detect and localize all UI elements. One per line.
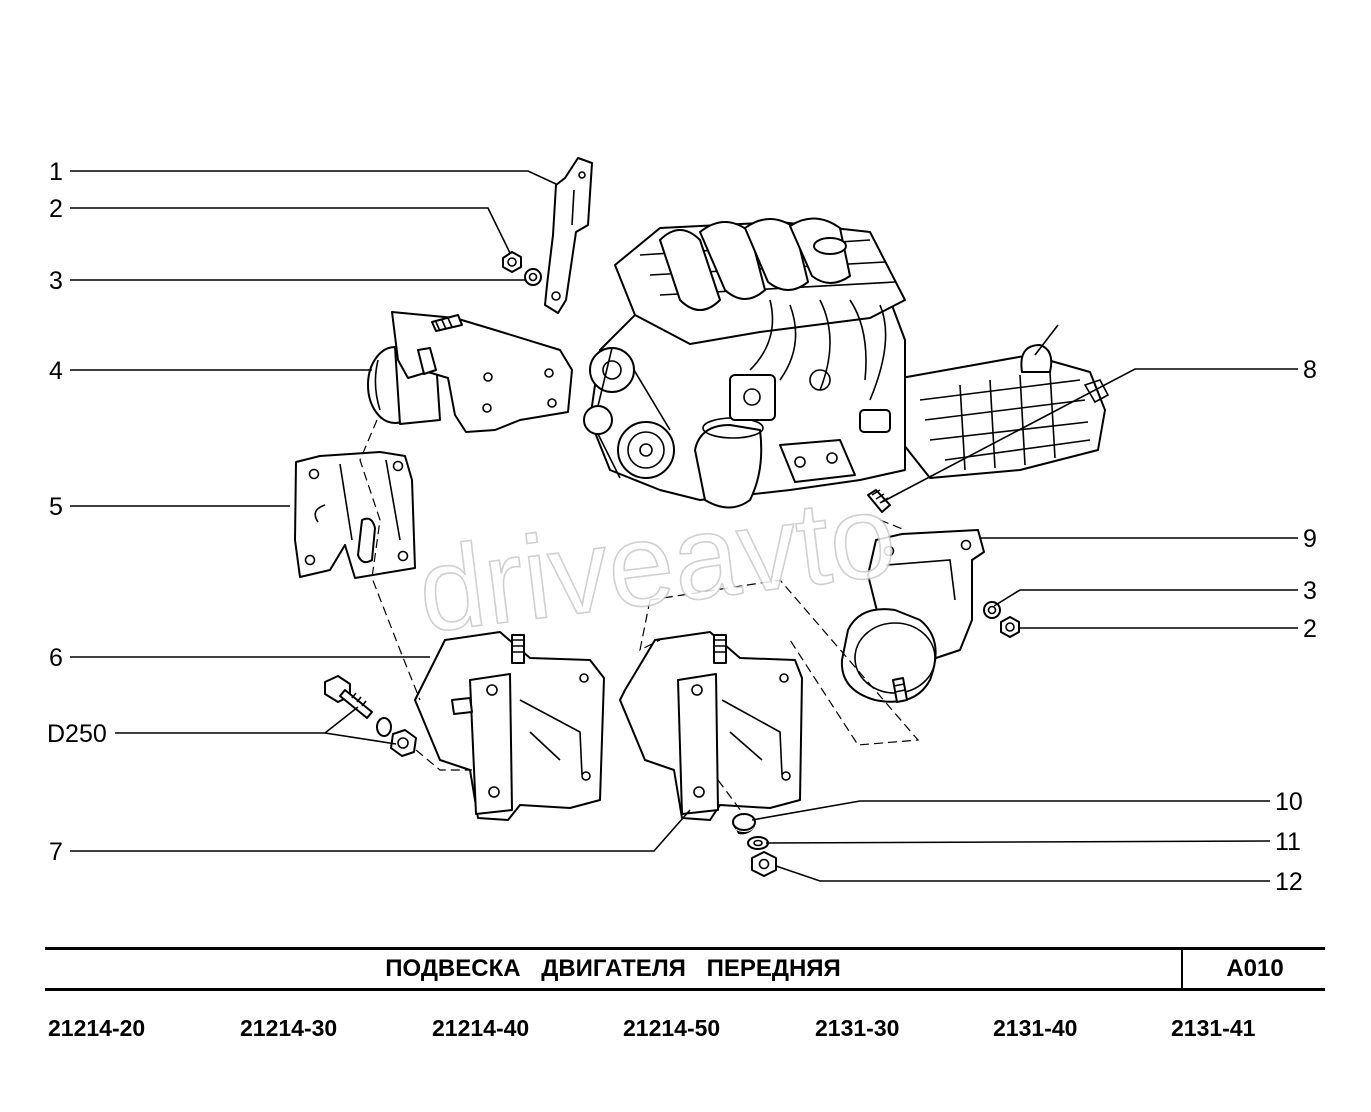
model-item: 2131-30 [815, 1015, 900, 1041]
callout-10: 10 [1275, 788, 1303, 816]
callout-9: 9 [1303, 525, 1317, 553]
parts-diagram: driveavto 1 2 3 4 5 6 D250 7 8 9 3 2 10 … [47, 157, 1317, 896]
part-d250-bolt [324, 675, 417, 757]
model-item: 21214-50 [623, 1015, 721, 1041]
model-item: 21214-20 [48, 1015, 146, 1041]
callout-5: 5 [49, 493, 63, 521]
callout-3-right: 3 [1303, 577, 1317, 605]
callout-2-right: 2 [1303, 615, 1317, 643]
callout-2: 2 [49, 195, 63, 223]
callout-4: 4 [49, 357, 63, 385]
model-item: 21214-30 [240, 1015, 338, 1041]
callout-12: 12 [1275, 868, 1303, 896]
part-2-nut-left [502, 251, 522, 273]
callout-8: 8 [1303, 356, 1317, 384]
part-9-cushion-right [840, 529, 985, 703]
model-item: 2131-40 [993, 1015, 1078, 1041]
part-4-cushion [367, 311, 573, 433]
part-11-washer [747, 836, 769, 850]
callout-7: 7 [49, 838, 63, 866]
part-5-plate [294, 451, 416, 579]
part-2-nut-right [1000, 616, 1020, 638]
diagram-code: A010 [1181, 950, 1327, 988]
part-7-bracket-right [619, 631, 803, 821]
part-3-washer-right [983, 601, 1001, 619]
part-12-nut [751, 851, 777, 877]
part-8-stud [867, 489, 891, 513]
assembly-dashed-lines [359, 419, 920, 816]
model-list: 21214-20 21214-30 21214-40 21214-50 2131… [45, 1015, 1325, 1045]
model-item: 2131-41 [1171, 1015, 1256, 1041]
engine-assembly [583, 217, 1110, 509]
callout-1: 1 [49, 158, 63, 186]
model-item: 21214-40 [432, 1015, 530, 1041]
part-10-spacer [732, 813, 756, 835]
part-6-bracket-left [414, 631, 605, 821]
callout-6: 6 [49, 644, 63, 672]
leader-lines [70, 170, 1298, 882]
callout-d250: D250 [47, 720, 107, 748]
callout-labels: 1 2 3 4 5 6 D250 7 8 9 3 2 10 11 12 [47, 158, 1317, 896]
callout-11: 11 [1275, 828, 1301, 856]
watermark: driveavto [411, 469, 902, 658]
callout-3: 3 [49, 267, 63, 295]
part-3-washer-left [524, 268, 542, 286]
part-1-bracket [544, 157, 593, 314]
title-block: ПОДВЕСКА ДВИГАТЕЛЯ ПЕРЕДНЯЯ A010 [45, 947, 1325, 991]
page-title: ПОДВЕСКА ДВИГАТЕЛЯ ПЕРЕДНЯЯ [385, 955, 841, 982]
